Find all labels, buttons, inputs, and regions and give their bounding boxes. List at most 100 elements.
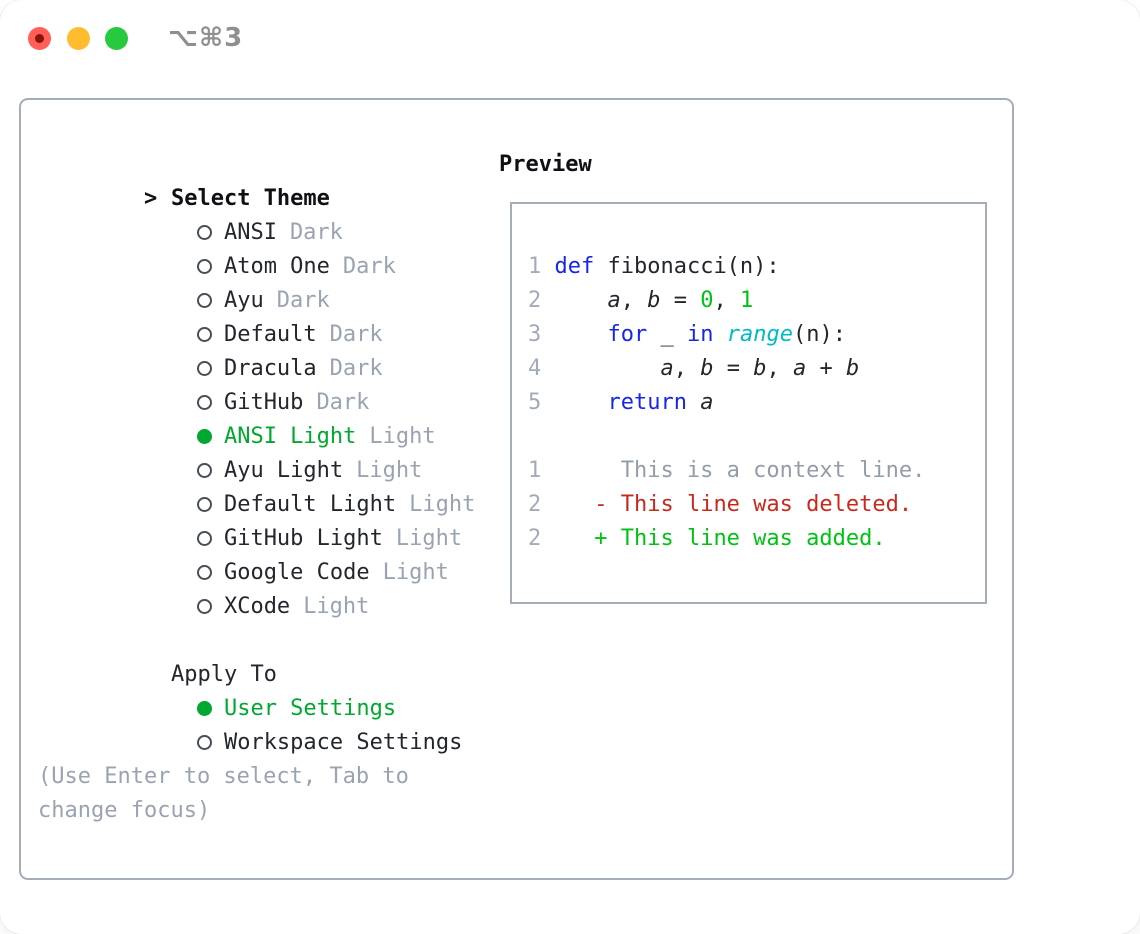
close-button[interactable] bbox=[28, 27, 51, 50]
theme-list-title: Select Theme bbox=[170, 186, 330, 211]
theme-option[interactable]: Default Dark bbox=[38, 284, 488, 347]
maximize-button[interactable] bbox=[105, 27, 128, 50]
help-text-line: (Use Enter to select, Tab to bbox=[38, 764, 409, 789]
apply-to-header: Apply To bbox=[38, 624, 488, 687]
radio-icon bbox=[196, 565, 212, 580]
theme-option[interactable]: Google Code Light bbox=[38, 522, 488, 585]
apply-to-option-label: User Settings bbox=[223, 696, 397, 721]
selection-prompt-icon: > bbox=[143, 186, 158, 211]
diff-line: 1 This is a context line. bbox=[528, 454, 985, 488]
preview-title: Preview bbox=[499, 152, 592, 177]
theme-variant-badge: Dark bbox=[329, 322, 383, 347]
apply-to-option[interactable]: Workspace Settings bbox=[38, 692, 488, 755]
theme-option[interactable]: Ayu Dark bbox=[38, 250, 488, 313]
theme-variant-badge: Dark bbox=[289, 220, 343, 245]
line-number: 2 bbox=[528, 492, 542, 517]
theme-name: Default bbox=[223, 322, 317, 347]
line-number: 4 bbox=[528, 356, 542, 381]
radio-icon bbox=[196, 293, 212, 308]
apply-to-option[interactable]: User Settings bbox=[38, 658, 488, 721]
theme-variant-badge: Dark bbox=[276, 288, 330, 313]
window-title: ⌥⌘3 bbox=[168, 23, 244, 53]
diff-preview: 1 This is a context line.2 - This line w… bbox=[528, 454, 985, 556]
theme-name: GitHub Light bbox=[223, 526, 383, 551]
diff-tokens: This is a context line. bbox=[554, 458, 926, 483]
theme-name: Ayu Light bbox=[223, 458, 344, 483]
theme-option[interactable]: Ayu Light Light bbox=[38, 420, 488, 483]
radio-icon bbox=[196, 531, 212, 546]
code-line: 4 a, b = b, a + b bbox=[528, 352, 985, 386]
apply-to-option-label: Workspace Settings bbox=[223, 730, 463, 755]
theme-variant-badge: Dark bbox=[342, 254, 396, 279]
theme-variant-badge: Light bbox=[369, 424, 436, 449]
theme-name: Atom One bbox=[223, 254, 330, 279]
radio-icon bbox=[196, 735, 212, 750]
radio-icon bbox=[196, 463, 212, 478]
code-tokens: def fibonacci(n): bbox=[554, 254, 780, 279]
diff-tokens: - This line was deleted. bbox=[594, 492, 913, 517]
line-number: 1 bbox=[528, 458, 542, 483]
diff-line: 2 - This line was deleted. bbox=[528, 488, 985, 522]
apply-to-options: User Settings Workspace Settings bbox=[38, 658, 488, 755]
theme-name: Ayu bbox=[223, 288, 264, 313]
radio-icon bbox=[196, 429, 212, 444]
theme-option[interactable]: XCode Light bbox=[38, 556, 488, 619]
diff-tokens: + This line was added. bbox=[594, 526, 886, 551]
code-line: 5 return a bbox=[528, 386, 985, 420]
theme-option[interactable]: ANSI Light Light bbox=[38, 386, 488, 449]
theme-option[interactable]: GitHub Dark bbox=[38, 352, 488, 415]
theme-name: Dracula bbox=[223, 356, 317, 381]
line-number: 2 bbox=[528, 288, 542, 313]
spacer bbox=[528, 420, 985, 454]
help-text: (Use Enter to select, Tab to change focu… bbox=[38, 760, 488, 828]
code-line: 3 for _ in range(n): bbox=[528, 318, 985, 352]
radio-icon bbox=[196, 327, 212, 342]
window-titlebar: ⌥⌘3 bbox=[0, 0, 1140, 76]
help-text-line: change focus) bbox=[38, 798, 211, 823]
theme-option[interactable]: Atom One Dark bbox=[38, 216, 488, 279]
apply-to-label: Apply To bbox=[170, 662, 277, 687]
radio-icon bbox=[196, 259, 212, 274]
theme-name: ANSI bbox=[223, 220, 277, 245]
theme-option[interactable]: Dracula Dark bbox=[38, 318, 488, 381]
diff-line: 2 + This line was added. bbox=[528, 522, 985, 556]
code-tokens: a, b = b, a + b bbox=[660, 356, 860, 381]
radio-icon bbox=[196, 225, 212, 240]
spacer bbox=[528, 216, 985, 250]
theme-variant-badge: Light bbox=[409, 492, 476, 517]
theme-name: XCode bbox=[223, 594, 291, 619]
theme-variant-badge: Dark bbox=[316, 390, 370, 415]
line-number: 5 bbox=[528, 390, 542, 415]
theme-variant-badge: Light bbox=[395, 526, 463, 551]
code-line: 1 def fibonacci(n): bbox=[528, 250, 985, 284]
code-tokens: return a bbox=[607, 390, 714, 415]
line-number: 1 bbox=[528, 254, 542, 279]
code-line: 2 a, b = 0, 1 bbox=[528, 284, 985, 318]
theme-name: ANSI Light bbox=[223, 424, 357, 449]
code-tokens: a, b = 0, 1 bbox=[607, 288, 754, 313]
radio-icon bbox=[196, 701, 212, 716]
theme-option[interactable]: ANSI Dark bbox=[38, 182, 488, 245]
theme-variant-badge: Light bbox=[356, 458, 423, 483]
close-button-dot bbox=[35, 34, 44, 43]
line-number: 3 bbox=[528, 322, 542, 347]
theme-variant-badge: Light bbox=[382, 560, 449, 585]
theme-list-header: > Select Theme bbox=[38, 148, 488, 211]
radio-icon bbox=[196, 497, 212, 512]
theme-variant-badge: Dark bbox=[329, 356, 383, 381]
theme-option[interactable]: GitHub Light Light bbox=[38, 488, 488, 551]
radio-icon bbox=[196, 395, 212, 410]
line-number: 2 bbox=[528, 526, 542, 551]
radio-icon bbox=[196, 599, 212, 614]
theme-name: Google Code bbox=[223, 560, 370, 585]
minimize-button[interactable] bbox=[67, 27, 90, 50]
theme-variant-badge: Light bbox=[303, 594, 370, 619]
theme-name: GitHub bbox=[223, 390, 304, 415]
code-tokens: for _ in range(n): bbox=[607, 322, 846, 347]
